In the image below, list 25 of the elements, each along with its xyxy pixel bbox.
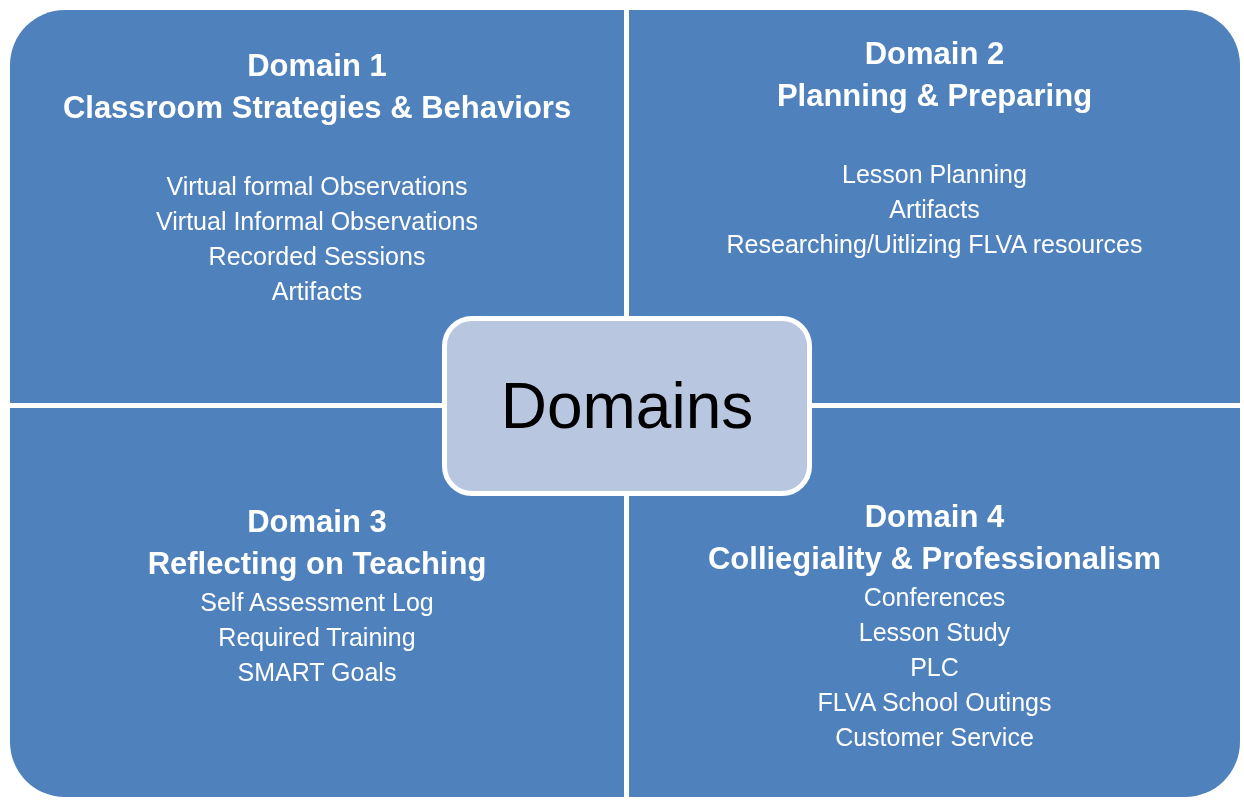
domain-heading: Domain 1 [247,47,387,85]
list-item: Self Assessment Log [200,587,434,618]
center-title: Domains [500,369,754,443]
domain-heading: Classroom Strategies & Behaviors [62,89,572,127]
list-item: Lesson Study [858,617,1011,648]
domain-heading: Domain 2 [864,35,1005,73]
list-item: Virtual formal Observations [166,171,468,202]
list-item: Lesson Planning [842,159,1027,190]
center-box [442,316,812,496]
list-item: PLC [910,652,959,683]
list-item: Artifacts [271,276,363,307]
list-item: Researching/Uitlizing FLVA resources [726,229,1143,260]
list-item: Conferences [863,582,1006,613]
list-item: Required Training [218,622,416,653]
list-item: Customer Service [835,722,1034,753]
domain-heading: Colliegiality & Professionalism [707,540,1162,578]
list-item: Virtual Informal Observations [156,206,478,237]
list-item: Recorded Sessions [208,241,426,272]
list-item: SMART Goals [237,657,397,688]
domain-heading: Reflecting on Teaching [147,545,487,583]
domain-heading: Planning & Preparing [776,77,1093,115]
list-item: Artifacts [889,194,980,225]
list-item: FLVA School Outings [817,687,1052,718]
domain-heading: Domain 4 [864,498,1005,536]
domain-heading: Domain 3 [247,503,387,541]
